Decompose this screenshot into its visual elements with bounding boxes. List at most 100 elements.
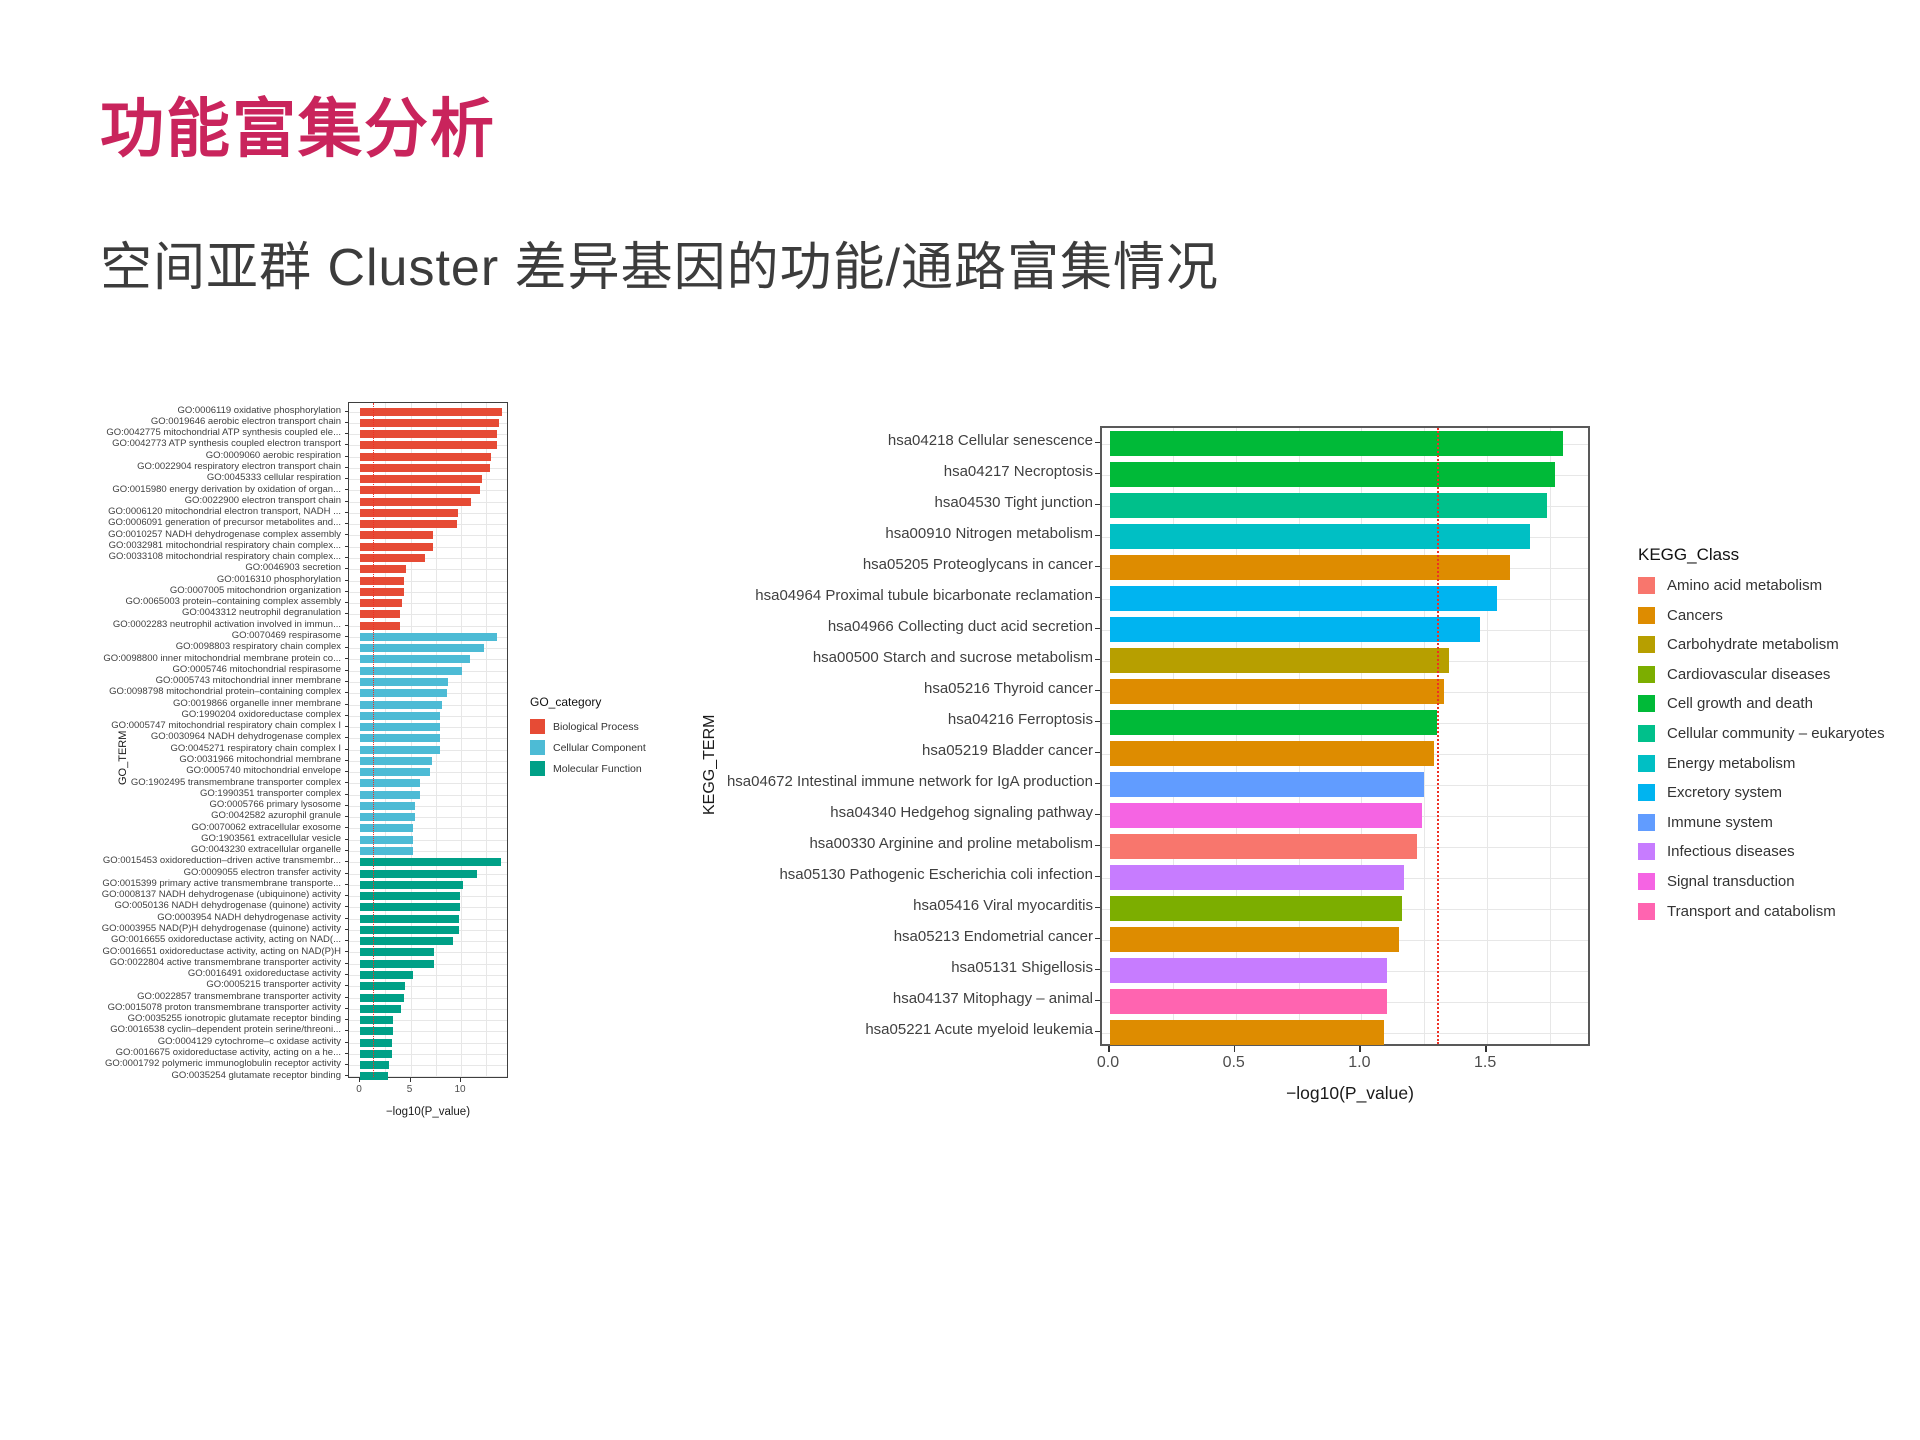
axis-tick-mark [345,489,348,491]
axis-tick-mark [1095,596,1100,598]
bar [360,880,464,889]
axis-tick-mark [1095,1030,1100,1032]
term-label: GO:0010257 NADH dehydrogenase complex as… [108,528,341,540]
bar [360,971,413,979]
term-label: hsa00910 Nitrogen metabolism [885,525,1093,543]
axis-tick-mark [1095,441,1100,443]
bar [1110,927,1400,952]
bar [1110,865,1405,890]
bar [1110,896,1402,921]
axis-tick-mark [345,1007,348,1009]
bar [360,937,453,946]
term-label: GO:0002283 neutrophil activation involve… [112,618,341,630]
axis-tick-mark [345,534,348,536]
bar [360,779,420,788]
bar [360,599,403,608]
term-label: GO:0001792 polymeric immunoglobulin rece… [104,1058,341,1070]
bar [360,486,481,495]
axis-tick-mark [345,951,348,953]
term-label: GO:0003955 NAD(P)H dehydrogenase (quinon… [101,923,341,935]
legend-label: Immune system [1667,813,1773,831]
legend-label: Infectious diseases [1667,843,1795,861]
kegg-legend-title: KEGG_Class [1638,545,1740,564]
term-label: hsa04530 Tight junction [934,494,1093,512]
term-label: hsa05219 Bladder cancer [922,742,1093,760]
term-label: GO:0016655 oxidoreductase activity, acti… [110,934,341,946]
gridline [349,794,507,796]
legend-label: Signal transduction [1667,873,1795,890]
legend-item: Energy metabolism [1638,754,1796,772]
term-label: GO:0042582 azurophil granule [211,810,341,822]
bar [360,689,447,698]
legend-item: Amino acid metabolism [1638,577,1822,594]
gridline [349,1031,507,1033]
term-label: GO:0022900 electron transport chain [184,494,341,506]
gridline [1549,428,1551,1044]
term-label: GO:0098803 respiratory chain complex [175,641,341,653]
axis-tick-mark [1095,689,1100,691]
bar [360,576,405,585]
axis-tick-mark [345,500,348,502]
term-label: hsa04966 Collecting duct acid secretion [827,618,1093,636]
term-label: hsa04216 Ferroptosis [947,711,1093,729]
gridline [349,783,507,785]
term-label: GO:0015980 energy derivation by oxidatio… [112,483,341,495]
bar [360,869,478,878]
legend-label: Energy metabolism [1667,754,1796,772]
axis-tick-mark [1095,968,1100,970]
axis-tick-label: 0 [356,1084,362,1095]
term-label: GO:0016538 cyclin–dependent protein seri… [110,1024,341,1036]
term-label: GO:0033108 mitochondrial respiratory cha… [108,551,341,563]
bar [1110,431,1563,456]
go-legend-title: GO_category [530,695,602,709]
term-label: GO:0016310 phosphorylation [216,573,341,585]
amino-acid-metabolism-swatch [1638,577,1655,594]
bar [1110,617,1480,642]
term-label: GO:0035254 glutamate receptor binding [171,1069,341,1081]
term-label: GO:0022857 transmembrane transporter act… [137,990,341,1002]
gridline [349,1065,507,1067]
transport-and-catabolism-swatch [1638,902,1655,920]
axis-tick-mark [345,962,348,964]
term-label: GO:0016651 oxidoreductase activity, acti… [102,945,342,957]
axis-tick-mark [1095,472,1100,474]
bar [360,554,425,562]
term-label: GO:0003954 NADH dehydrogenase activity [157,911,341,923]
term-label: GO:0042773 ATP synthesis coupled electro… [112,438,341,450]
axis-tick-mark [1095,875,1100,877]
bar [360,441,498,450]
bar [360,734,440,743]
term-label: GO:0005215 transporter activity [206,979,341,991]
term-label: GO:0022904 respiratory electron transpor… [137,460,341,472]
kegg-enrichment-chart: KEGG_TERM −log10(P_value) KEGG_Class Ami… [695,415,1920,1160]
axis-tick-mark [345,602,348,604]
cellular-community-eukaryotes-swatch [1638,725,1655,742]
molecular-function-swatch [530,761,545,776]
bar [1110,710,1437,735]
term-label: GO:0022804 active transmembrane transpor… [109,956,341,968]
legend-item: Cellular community – eukaryotes [1638,725,1885,742]
axis-tick-mark [409,1078,411,1082]
gridline [1361,428,1363,1044]
bar [360,610,401,619]
term-label: GO:1902495 transmembrane transporter com… [130,776,341,788]
bar [360,1004,402,1013]
axis-tick-mark [345,511,348,513]
term-label: GO:0045333 cellular respiration [206,472,341,484]
term-label: GO:0042775 mitochondrial ATP synthesis c… [106,427,341,439]
bar [360,903,460,912]
legend-item: Cellular Component [530,740,646,755]
term-label: GO:0045271 respiratory chain complex I [170,742,341,754]
bar [360,700,442,709]
term-label: hsa00330 Arginine and proline metabolism [809,835,1093,853]
axis-tick-mark [345,557,348,558]
term-label: GO:0016675 oxidoreductase activity, acti… [115,1047,341,1058]
term-label: GO:0016491 oxidoreductase activity [187,968,341,980]
axis-tick-mark [345,613,348,615]
term-label: GO:0005766 primary lysosome [209,799,341,811]
bar [360,418,500,427]
gridline [349,997,507,999]
term-label: GO:0030964 NADH dehydrogenase complex [150,731,341,743]
kegg-plot-panel [1100,426,1590,1046]
bar [360,1038,393,1047]
